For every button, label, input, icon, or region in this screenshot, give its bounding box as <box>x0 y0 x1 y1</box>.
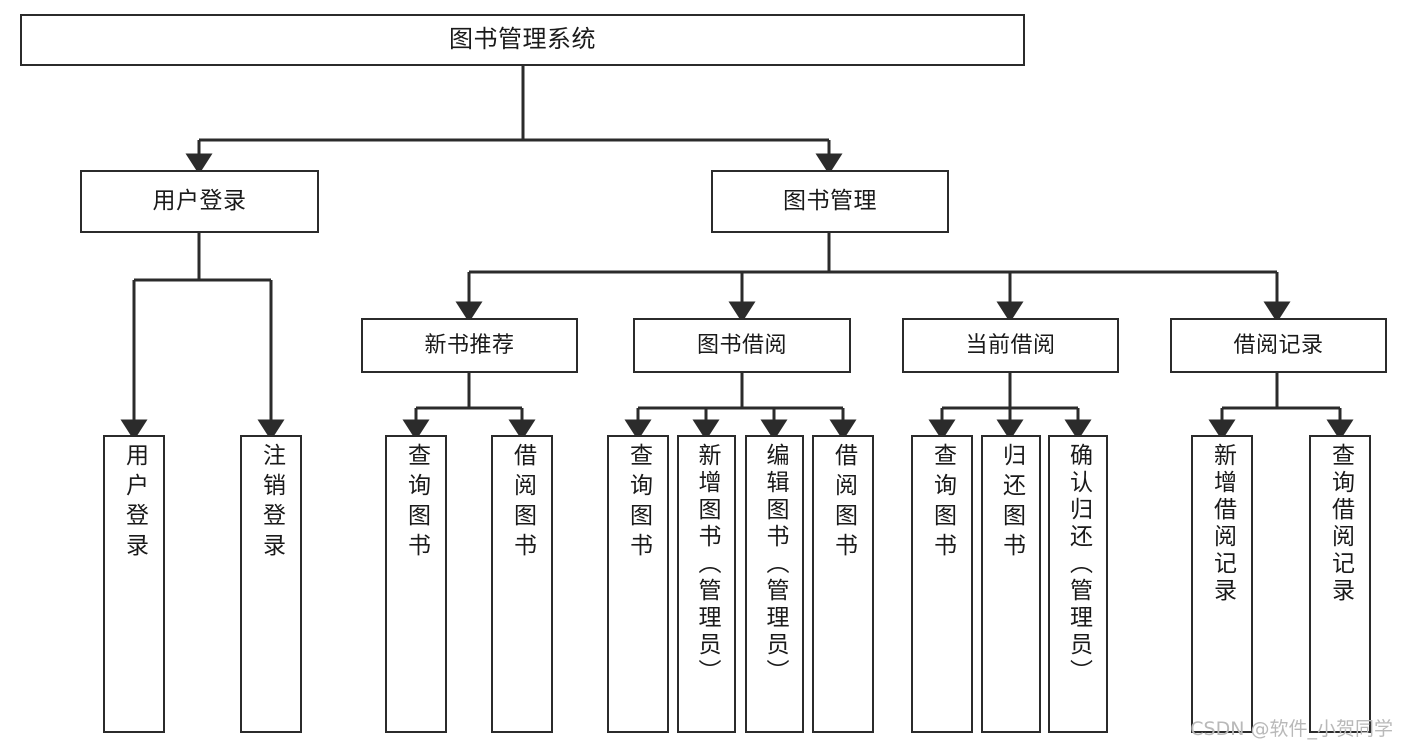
node-label: 新增图书（管理员） <box>694 443 720 686</box>
node-label: 图书借阅 <box>696 332 787 358</box>
node-label: 查询图书 <box>625 443 652 563</box>
node-new-book-recommendation[interactable]: 新书推荐 <box>361 318 578 373</box>
node-label: 编辑图书（管理员） <box>762 443 788 686</box>
leaf-return-book[interactable]: 归还图书 <box>981 435 1041 733</box>
leaf-query-borrow-record[interactable]: 查询借阅记录 <box>1309 435 1371 733</box>
watermark-text: CSDN @软件_小贺同学 <box>1190 718 1393 740</box>
node-label: 查询借阅记录 <box>1327 443 1354 605</box>
node-label: 查询图书 <box>403 443 430 563</box>
leaf-query-book-current[interactable]: 查询图书 <box>911 435 973 733</box>
leaf-borrow-book[interactable]: 借阅图书 <box>812 435 874 733</box>
node-label: 用户登录 <box>121 443 148 563</box>
node-label: 当前借阅 <box>965 332 1056 358</box>
leaf-user-login[interactable]: 用户登录 <box>103 435 165 733</box>
node-label: 新增借阅记录 <box>1209 443 1236 605</box>
node-label: 借阅图书 <box>509 443 536 563</box>
node-label: 借阅记录 <box>1233 332 1324 358</box>
node-label: 查询图书 <box>929 443 956 563</box>
node-borrow-record[interactable]: 借阅记录 <box>1170 318 1387 373</box>
node-label: 新书推荐 <box>424 332 515 358</box>
node-label: 用户登录 <box>152 188 247 215</box>
node-label: 借阅图书 <box>830 443 857 563</box>
node-user-login[interactable]: 用户登录 <box>80 170 319 233</box>
leaf-borrow-book-recommendation[interactable]: 借阅图书 <box>491 435 553 733</box>
leaf-edit-book-admin[interactable]: 编辑图书（管理员） <box>745 435 804 733</box>
node-book-borrow[interactable]: 图书借阅 <box>633 318 851 373</box>
leaf-add-borrow-record[interactable]: 新增借阅记录 <box>1191 435 1253 733</box>
leaf-query-book-recommendation[interactable]: 查询图书 <box>385 435 447 733</box>
leaf-confirm-return-admin[interactable]: 确认归还（管理员） <box>1048 435 1108 733</box>
node-label: 确认归还（管理员） <box>1065 443 1092 686</box>
leaf-query-book-borrow[interactable]: 查询图书 <box>607 435 669 733</box>
node-label: 归还图书 <box>998 443 1025 563</box>
leaf-logout-login[interactable]: 注销登录 <box>240 435 302 733</box>
node-label: 图书管理系统 <box>449 25 596 54</box>
node-current-borrow[interactable]: 当前借阅 <box>902 318 1119 373</box>
node-label: 图书管理 <box>783 188 877 215</box>
leaf-add-book-admin[interactable]: 新增图书（管理员） <box>677 435 736 733</box>
node-label: 注销登录 <box>258 443 285 563</box>
node-book-management[interactable]: 图书管理 <box>711 170 949 233</box>
node-root-book-management-system[interactable]: 图书管理系统 <box>20 14 1025 66</box>
